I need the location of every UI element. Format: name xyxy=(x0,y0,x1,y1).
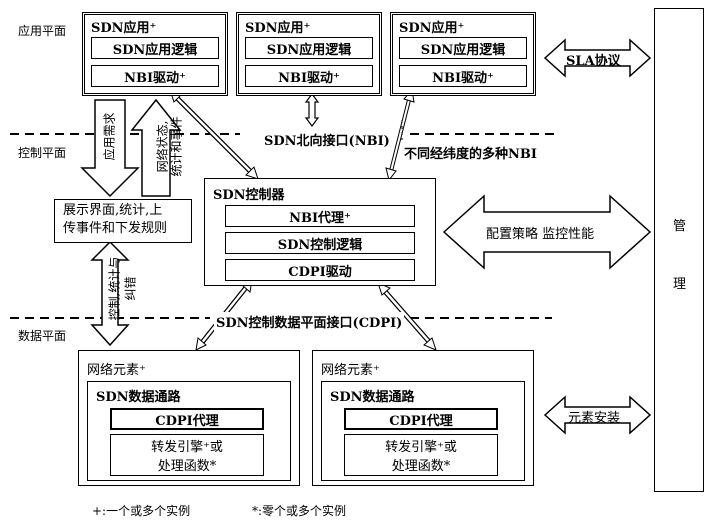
sdn-controller-box: SDN控制器 NBI代理⁺ SDN控制逻辑 CDPI驱动 xyxy=(204,178,436,286)
config-policy-arrow xyxy=(442,194,652,270)
control-stat-arrow xyxy=(90,240,130,347)
engine-line-1: 转发引擎⁺或 xyxy=(385,440,457,455)
legend-star: *:零个或多个实例 xyxy=(252,504,347,518)
display-line-1: 展示界面,统计,上 xyxy=(63,203,163,218)
network-element-box-1: 网络元素⁺ SDN数据通路 CDPI代理 转发引擎⁺或 处理函数* xyxy=(78,350,300,486)
cdpi-agent: CDPI代理 xyxy=(110,408,264,430)
cdpi-right-arrow xyxy=(377,282,437,351)
sdn-app-box-2: SDN应用⁺ SDN应用逻辑 NBI驱动⁺ xyxy=(236,12,382,96)
sdn-app-box-3: SDN应用⁺ SDN应用逻辑 NBI驱动⁺ xyxy=(390,12,536,96)
app-title: SDN应用⁺ xyxy=(91,21,157,36)
nbi-center-arrow xyxy=(304,93,320,127)
app-logic: SDN应用逻辑 xyxy=(91,37,219,59)
app-requirement-arrow xyxy=(80,99,140,198)
management-box: 管 理 xyxy=(654,8,704,492)
app-logic: SDN应用逻辑 xyxy=(245,37,373,59)
app-requirement-label: 应用需求 xyxy=(102,112,117,161)
control-stat-label-1: 控制,统计与 xyxy=(107,256,122,321)
display-line-2: 传事件和下发规则 xyxy=(63,221,168,236)
element-title: 网络元素⁺ xyxy=(87,363,146,378)
control-plane-label: 控制平面 xyxy=(18,146,67,160)
network-element-box-2: 网络元素⁺ SDN数据通路 CDPI代理 转发引擎⁺或 处理函数* xyxy=(312,350,534,486)
nbi-left-diagonal-arrow xyxy=(169,89,259,180)
controller-title: SDN控制器 xyxy=(213,188,285,203)
sla-arrow xyxy=(543,38,652,78)
engine-line-2: 处理函数* xyxy=(157,459,217,474)
network-status-label-1: 网络状态, xyxy=(155,120,170,173)
display-box: 展示界面,统计,上 传事件和下发规则 xyxy=(54,199,192,243)
network-status-label-2: 统计和事件 xyxy=(169,116,184,177)
nbi-agent: NBI代理⁺ xyxy=(225,205,415,227)
network-status-arrow xyxy=(130,98,182,197)
sdn-app-box-1: SDN应用⁺ SDN应用逻辑 NBI驱动⁺ xyxy=(82,12,228,96)
nbi-driver: NBI驱动⁺ xyxy=(399,65,527,87)
management-char-1: 管 xyxy=(673,219,687,234)
config-policy-label: 配置策略 监控性能 xyxy=(486,227,595,242)
control-stat-label-2: 纠错 xyxy=(123,276,138,301)
cdpi-agent: CDPI代理 xyxy=(344,408,498,430)
forwarding-engine: 转发引擎⁺或 处理函数* xyxy=(344,434,498,476)
datapath-title: SDN数据通路 xyxy=(330,390,415,405)
app-plane-label: 应用平面 xyxy=(18,24,67,38)
legend-plus: +:一个或多个实例 xyxy=(92,504,191,518)
controller-logic: SDN控制逻辑 xyxy=(225,232,415,254)
datapath-title: SDN数据通路 xyxy=(96,390,181,405)
data-plane-label: 数据平面 xyxy=(18,329,67,343)
management-char-2: 理 xyxy=(673,277,687,292)
element-title: 网络元素⁺ xyxy=(321,363,380,378)
app-title: SDN应用⁺ xyxy=(399,21,465,36)
app-logic: SDN应用逻辑 xyxy=(399,37,527,59)
cdpi-label: SDN控制数据平面接口(CDPI) xyxy=(214,312,405,331)
forwarding-engine: 转发引擎⁺或 处理函数* xyxy=(110,434,264,476)
datapath-box: SDN数据通路 CDPI代理 转发引擎⁺或 处理函数* xyxy=(321,381,525,481)
cdpi-driver: CDPI驱动 xyxy=(225,259,415,281)
app-title: SDN应用⁺ xyxy=(245,21,311,36)
nbi-multi-label: 不同经纬度的多种NBI xyxy=(402,143,539,162)
datapath-box: SDN数据通路 CDPI代理 转发引擎⁺或 处理函数* xyxy=(87,381,291,481)
engine-line-1: 转发引擎⁺或 xyxy=(151,440,223,455)
element-install-label: 元素安装 xyxy=(568,411,621,426)
nbi-label: SDN北向接口(NBI) xyxy=(262,130,392,149)
nbi-driver: NBI驱动⁺ xyxy=(245,65,373,87)
sla-label: SLA协议 xyxy=(566,54,621,69)
nbi-driver: NBI驱动⁺ xyxy=(91,65,219,87)
nbi-right-diagonal-arrow xyxy=(385,88,415,182)
engine-line-2: 处理函数* xyxy=(391,459,451,474)
element-install-arrow xyxy=(543,395,652,435)
